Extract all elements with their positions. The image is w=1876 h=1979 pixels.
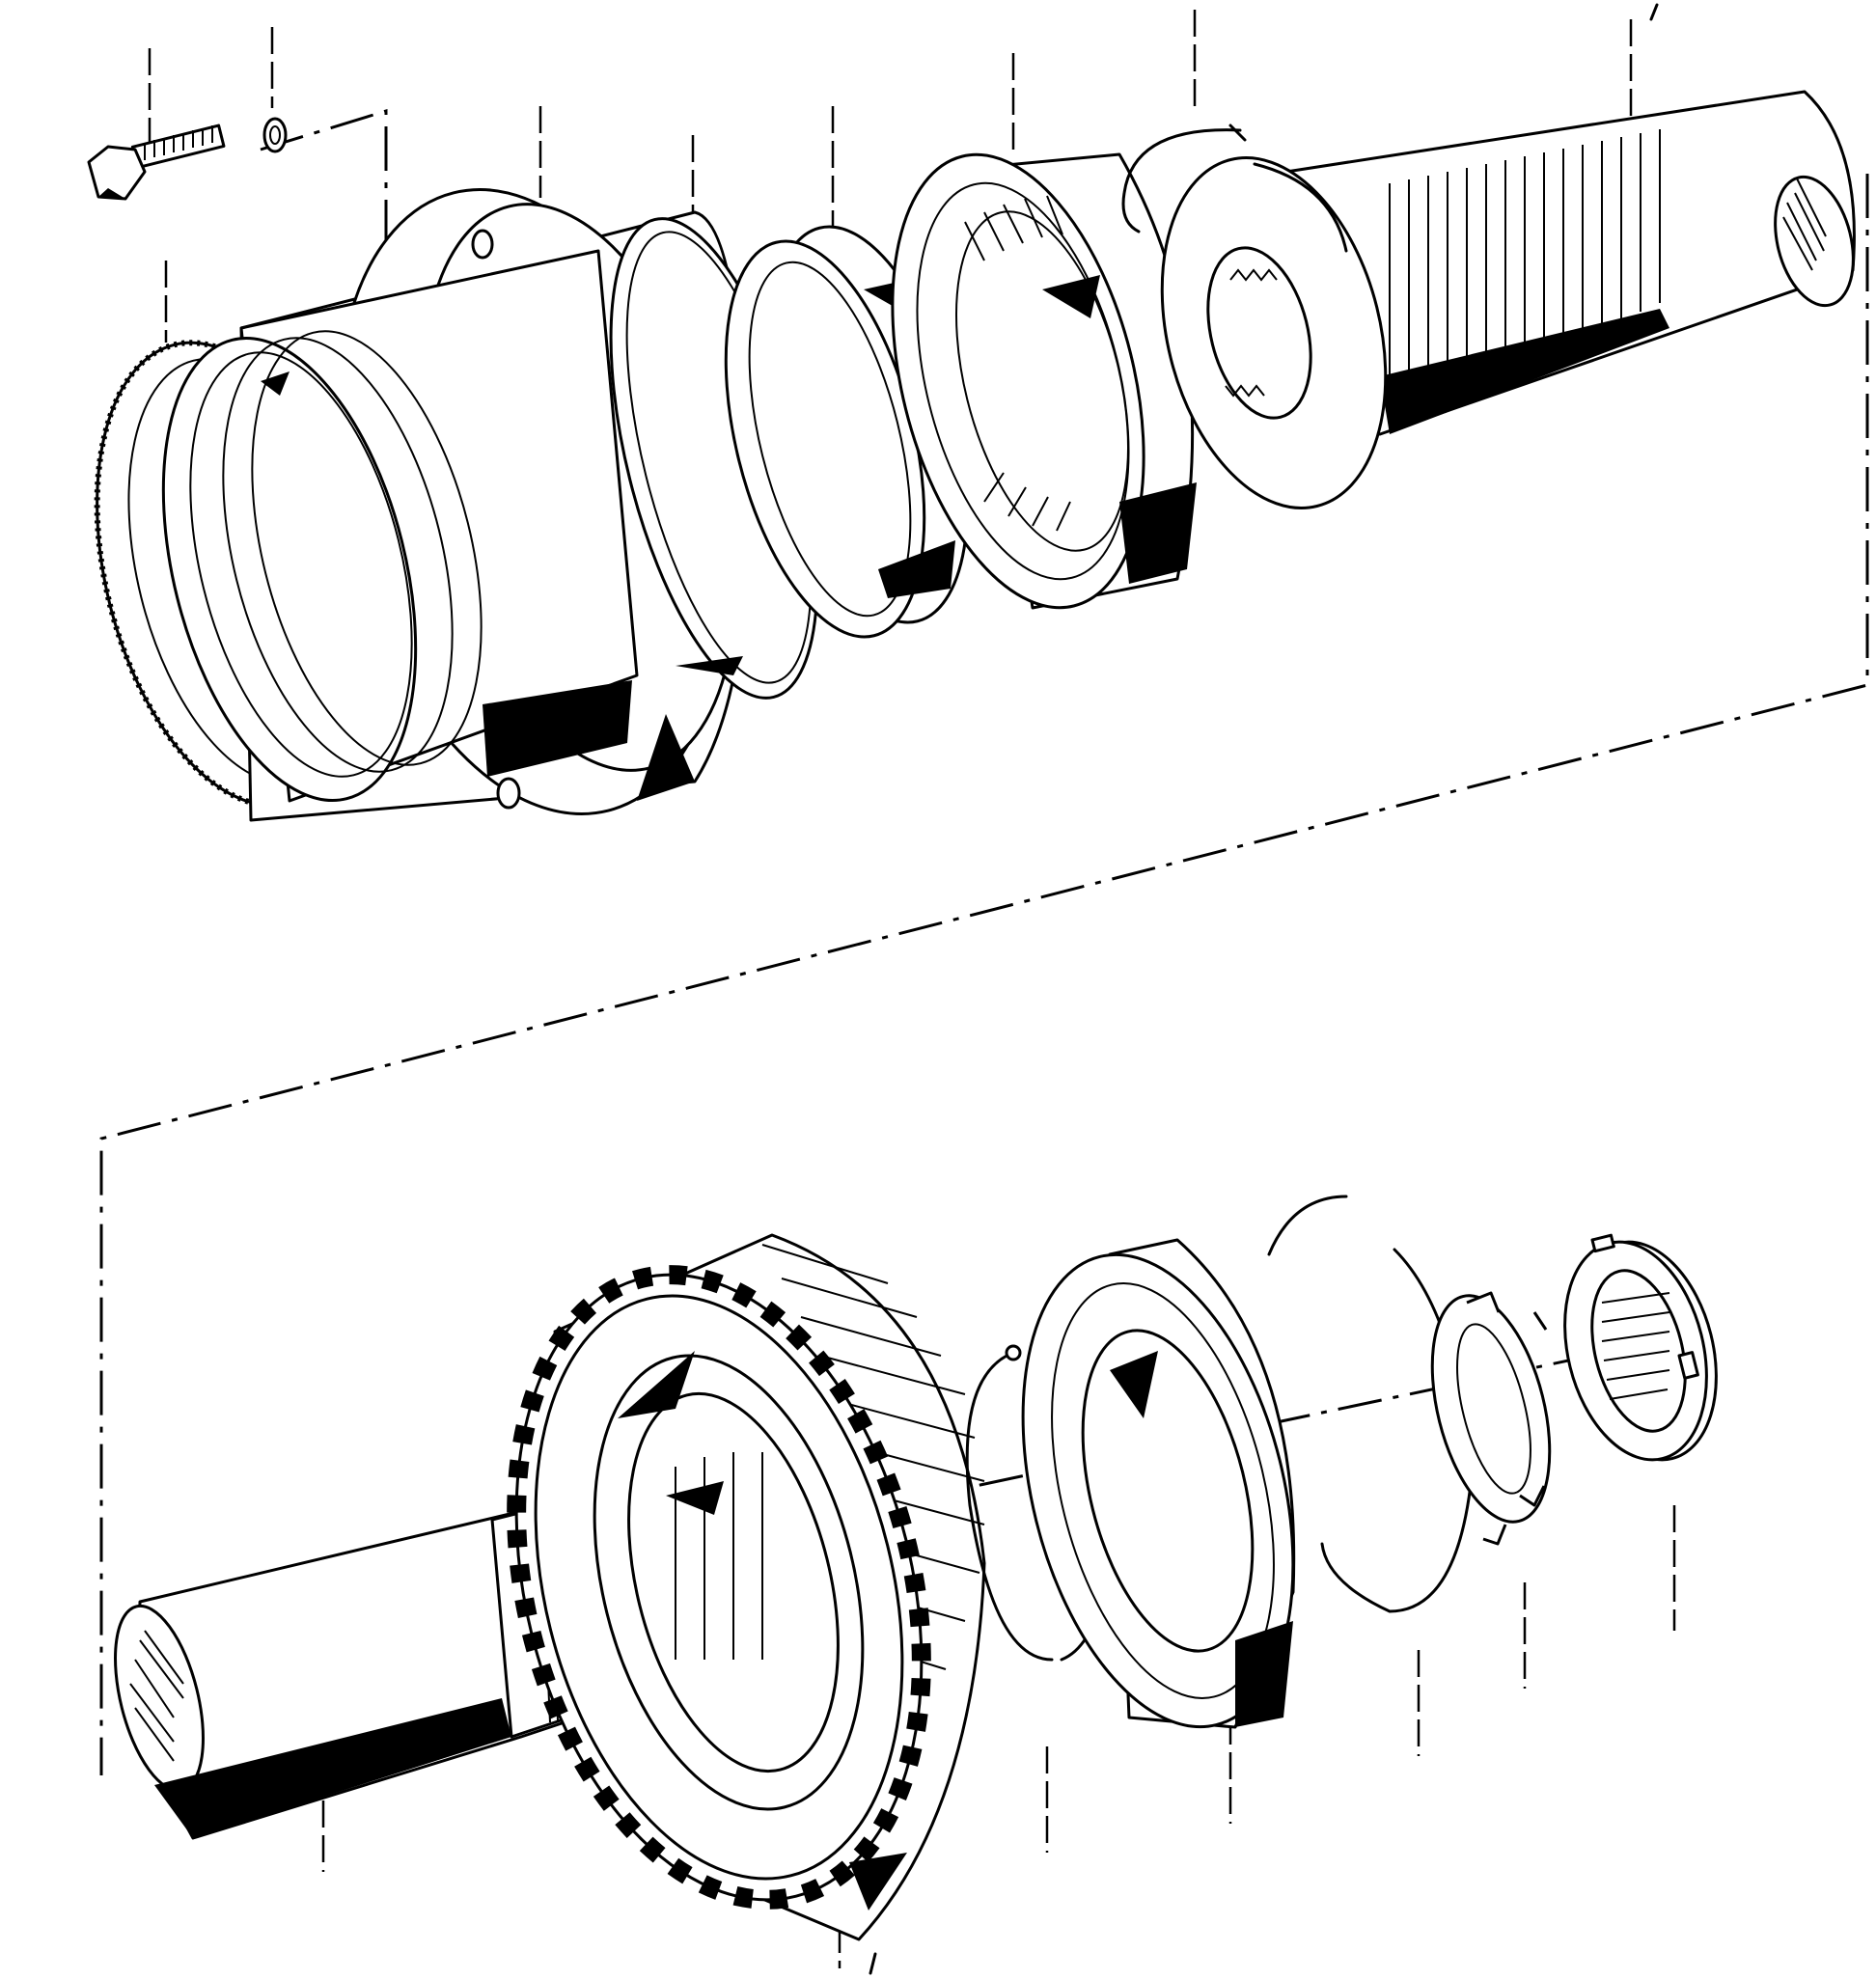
- splined-shaft: [1160, 90, 1856, 509]
- stray-marks: [869, 3, 1659, 1975]
- roller-bearing: [891, 152, 1197, 610]
- helical-gear: [507, 1233, 986, 1941]
- retaining-ring: [1267, 1195, 1474, 1613]
- connecting-frame-line: [99, 174, 1869, 1775]
- snap-ring: [1121, 124, 1247, 234]
- tab-washer: [1430, 1291, 1552, 1546]
- stepped-shaft: [114, 1503, 581, 1840]
- slotted-nut: [1563, 1233, 1718, 1462]
- lock-washer: [262, 117, 288, 153]
- upper-leader-lines: [148, 10, 1633, 343]
- ball-bearing: [1021, 1238, 1296, 1729]
- hex-bolt: [87, 124, 226, 201]
- shaft-spline-teeth: [1389, 129, 1661, 415]
